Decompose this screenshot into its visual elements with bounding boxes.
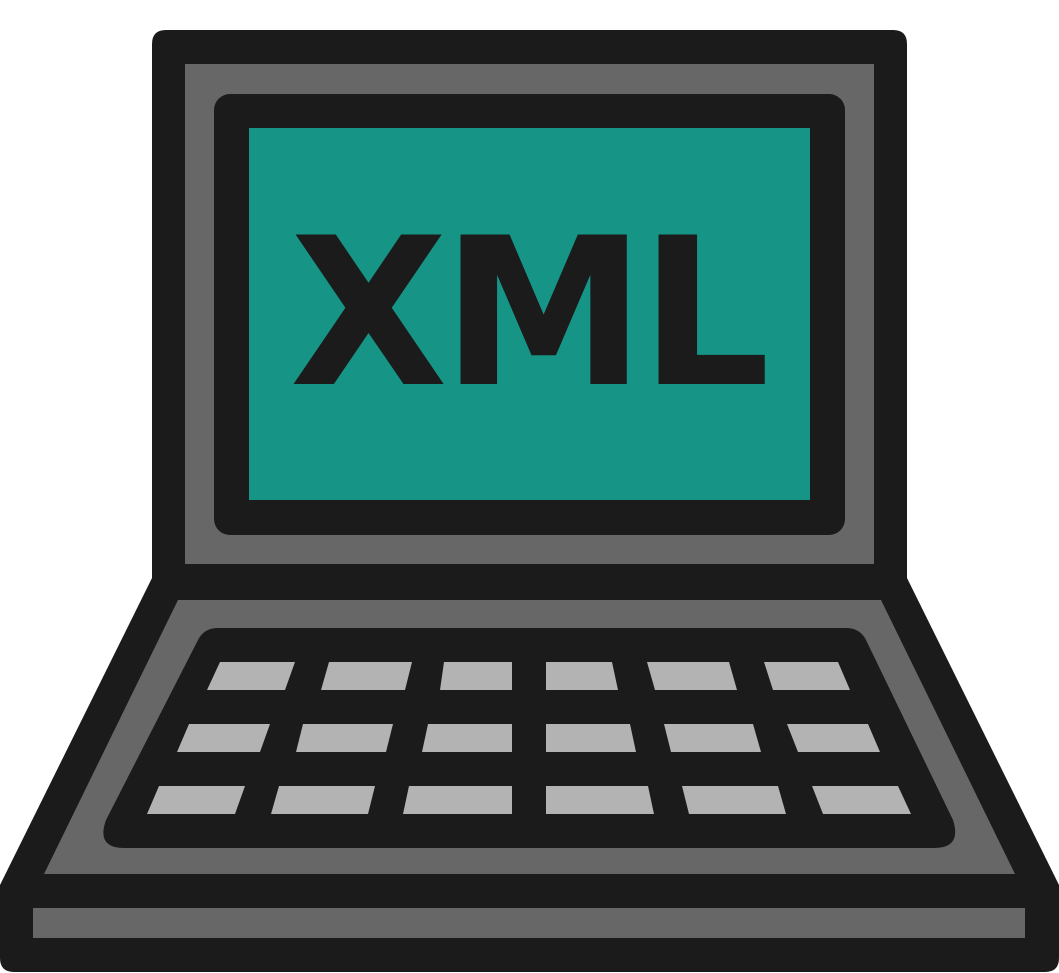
base-front-strip xyxy=(33,908,1025,938)
screen-text: XML xyxy=(290,195,766,433)
key xyxy=(296,724,393,752)
key-row-3 xyxy=(147,786,911,814)
key xyxy=(440,662,512,690)
key xyxy=(177,724,270,752)
key xyxy=(787,724,880,752)
key-row-2 xyxy=(177,724,880,752)
screen xyxy=(249,128,810,500)
key xyxy=(403,786,512,814)
key-row-1 xyxy=(207,662,850,690)
key xyxy=(764,662,850,690)
key xyxy=(422,724,512,752)
key xyxy=(147,786,245,814)
key xyxy=(207,662,295,690)
key xyxy=(647,662,737,690)
key xyxy=(271,786,375,814)
key xyxy=(812,786,911,814)
key xyxy=(664,724,761,752)
key xyxy=(321,662,412,690)
key xyxy=(546,786,654,814)
key xyxy=(682,786,786,814)
key xyxy=(546,662,618,690)
key xyxy=(546,724,636,752)
